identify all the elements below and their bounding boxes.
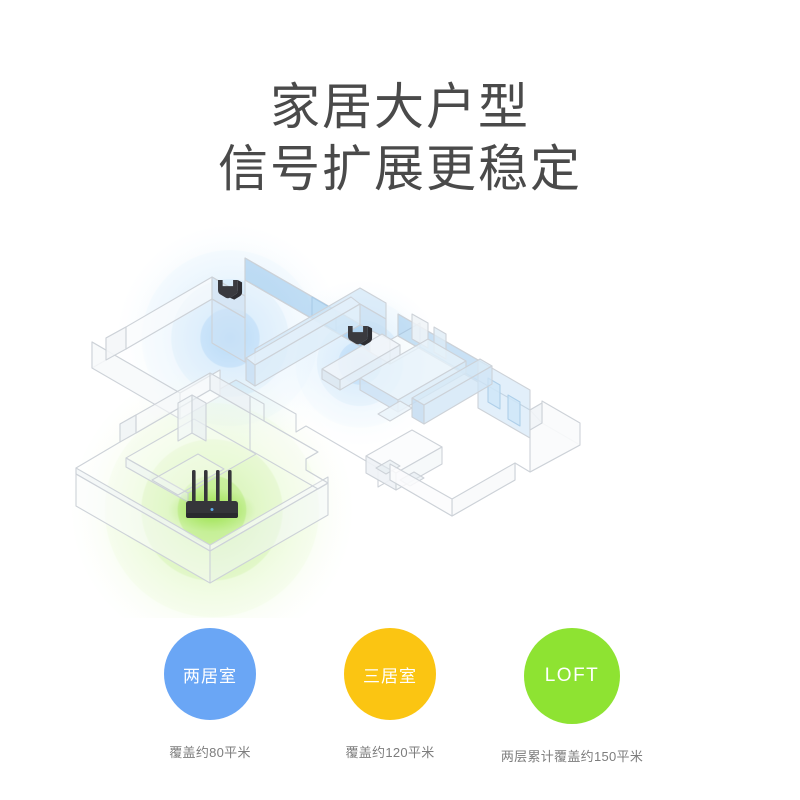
floorplan-svg bbox=[72, 226, 581, 618]
router-antenna-1 bbox=[192, 470, 196, 504]
router-led bbox=[210, 508, 214, 511]
badge-label-1: 三居室 bbox=[363, 666, 417, 686]
window-upper-right-b bbox=[507, 394, 521, 427]
floorplan-illustration bbox=[60, 218, 740, 618]
badge-label-2: LOFT bbox=[544, 665, 600, 686]
window-upper-right-a bbox=[487, 377, 501, 410]
badge-circle-1: 三居室 bbox=[344, 628, 436, 720]
badge-caption-1: 覆盖约120平米 bbox=[345, 745, 435, 760]
router-antenna-3 bbox=[216, 470, 220, 504]
badge-item-0: 两居室 覆盖约80平米 bbox=[100, 628, 320, 761]
furniture-sofa-left bbox=[245, 287, 387, 387]
furniture-cabinet-center bbox=[321, 333, 401, 391]
badge-circle-2: LOFT bbox=[524, 628, 620, 724]
upper-floor bbox=[91, 257, 581, 517]
coverage-badges: 两居室 覆盖约80平米 三居室 覆盖约120平米 LOFT 两层累计覆盖约150… bbox=[0, 628, 800, 778]
badge-circle-0: 两居室 bbox=[164, 628, 256, 720]
page-title: 家居大户型 信号扩展更稳定 bbox=[0, 76, 800, 200]
lower-floor bbox=[75, 372, 329, 584]
badge-caption-0: 覆盖约80平米 bbox=[169, 745, 251, 760]
furniture-bed-right bbox=[359, 338, 493, 425]
badge-caption-2: 两层累计覆盖约150平米 bbox=[500, 749, 644, 764]
badge-label-0: 两居室 bbox=[183, 666, 237, 686]
router-antenna-4 bbox=[228, 470, 232, 504]
badge-item-2: LOFT 两层累计覆盖约150平米 bbox=[462, 628, 682, 765]
wifi-router-device bbox=[186, 470, 238, 518]
headline-line-2: 信号扩展更稳定 bbox=[218, 141, 582, 197]
router-body-shadow bbox=[186, 513, 238, 518]
router-antenna-2 bbox=[204, 470, 208, 504]
badge-item-1: 三居室 覆盖约120平米 bbox=[280, 628, 500, 761]
headline-line-1: 家居大户型 bbox=[270, 79, 530, 135]
